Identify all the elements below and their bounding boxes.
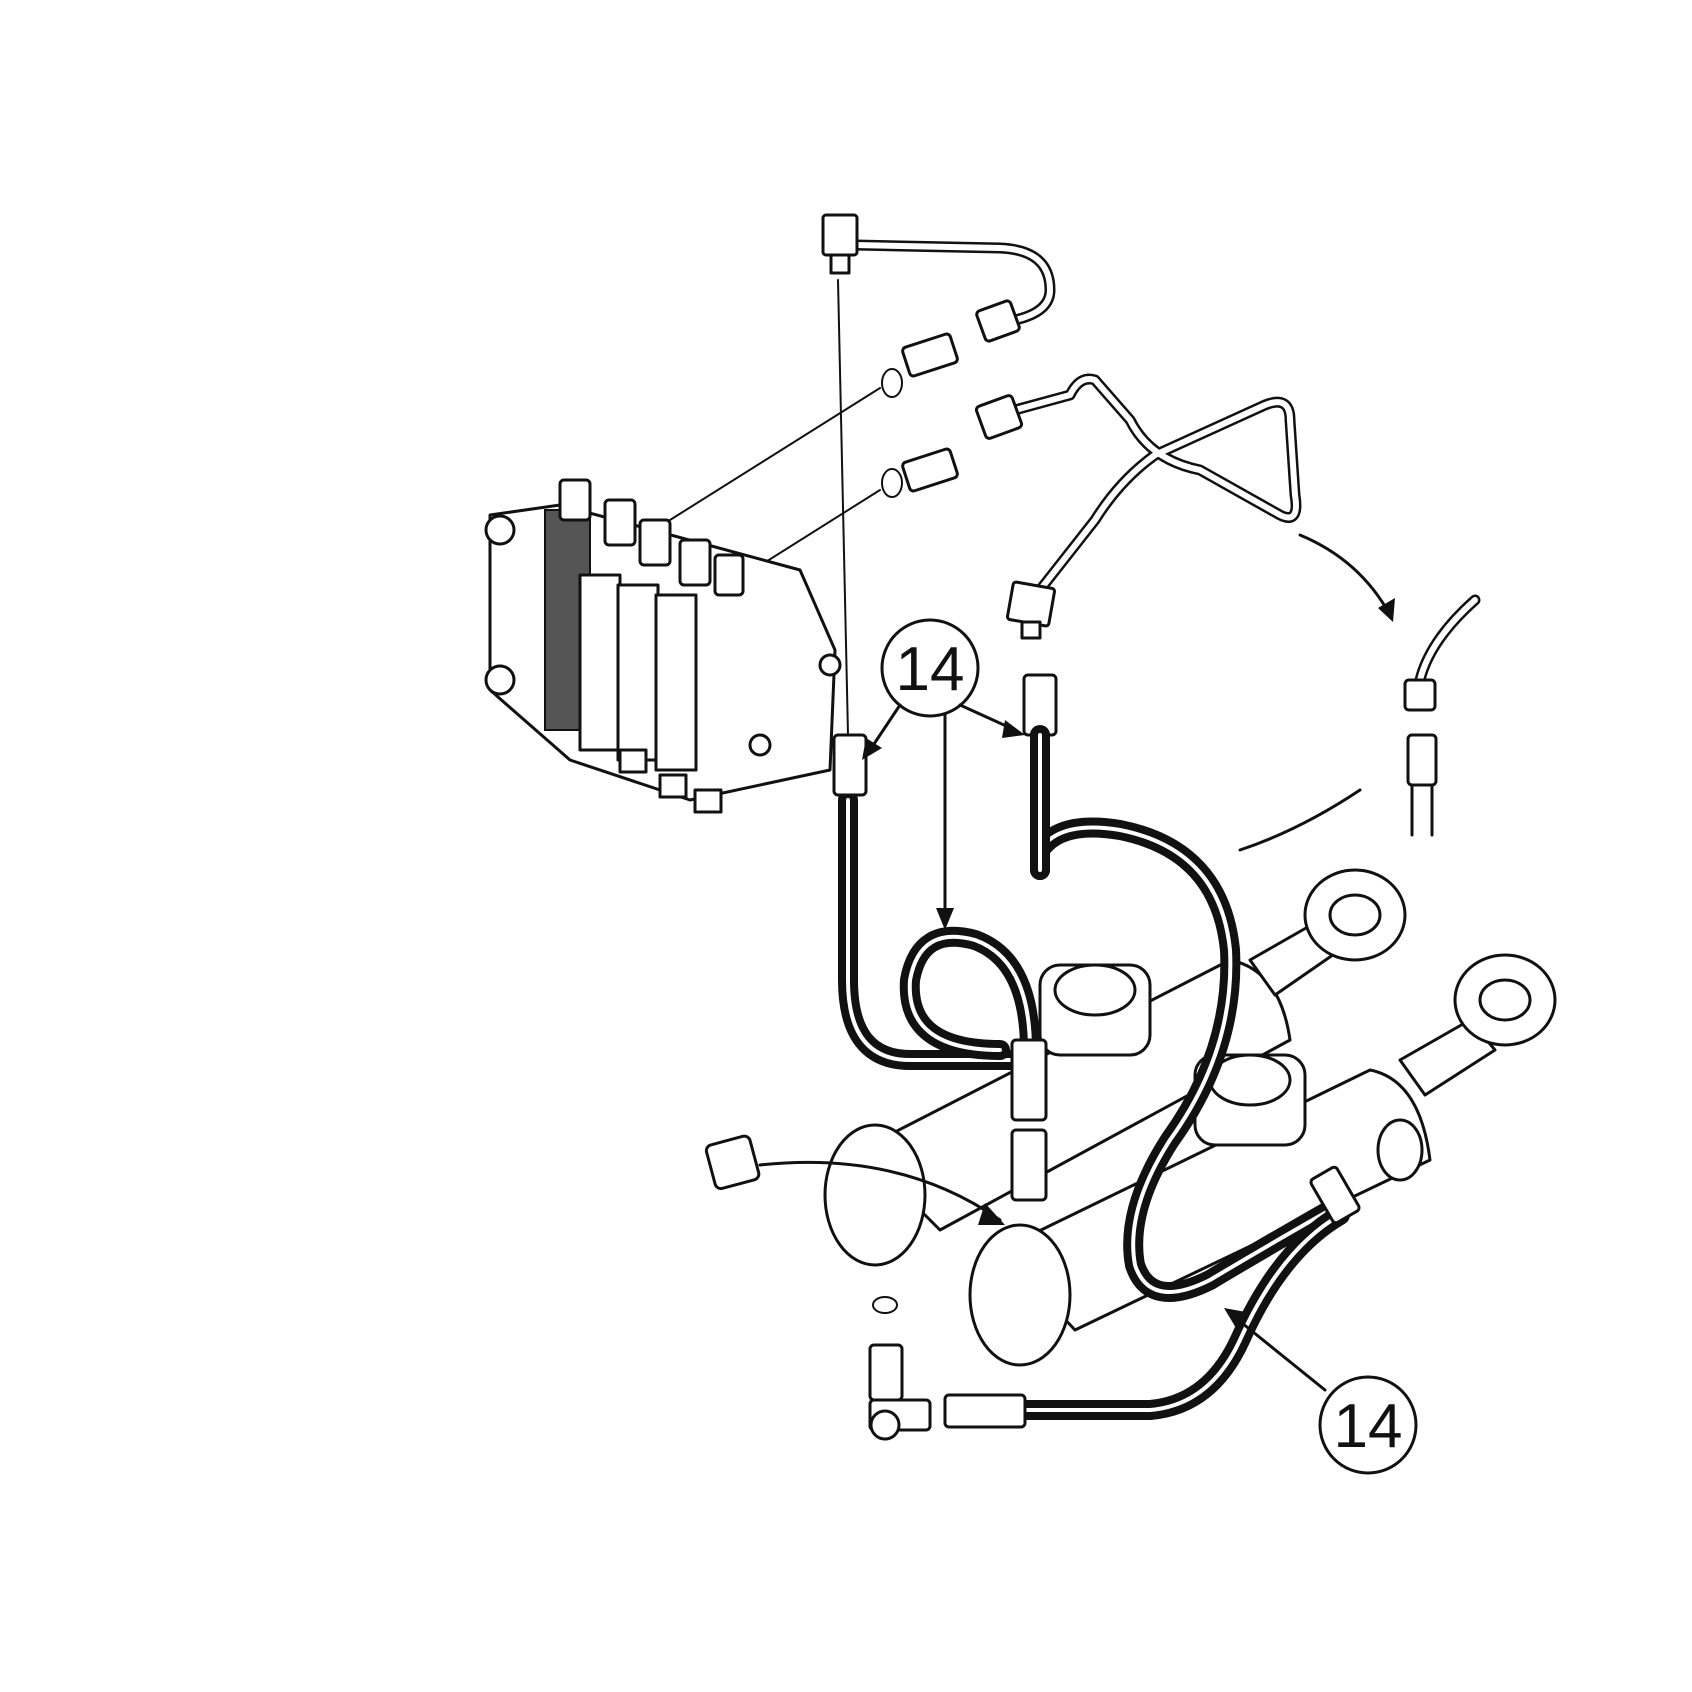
callout-label: 14	[1334, 1392, 1403, 1461]
hose-s-curve	[1022, 673, 1340, 1302]
callout-label: 14	[896, 635, 965, 704]
hose-lower	[943, 1165, 1361, 1429]
hose-left	[832, 733, 1020, 1070]
rigid-pipe-middle	[974, 373, 1302, 640]
elbow-fitting	[868, 1296, 932, 1441]
callout-14-top: 14	[862, 618, 1025, 930]
adapter-fitting-lower	[881, 447, 959, 498]
background-arc	[1238, 533, 1395, 852]
plug-fitting	[704, 1134, 1005, 1225]
adapter-fitting-upper	[881, 332, 959, 398]
hydraulic-cylinder-rear	[823, 868, 1407, 1267]
callout-14-bottom: 14	[1224, 1308, 1418, 1475]
rigid-pipe-upper	[821, 213, 1056, 343]
pipe-fitting-right	[1403, 594, 1481, 837]
hydraulic-cylinder-front	[968, 953, 1557, 1367]
control-valve-block	[484, 478, 842, 814]
hose-loop	[899, 926, 1048, 1202]
